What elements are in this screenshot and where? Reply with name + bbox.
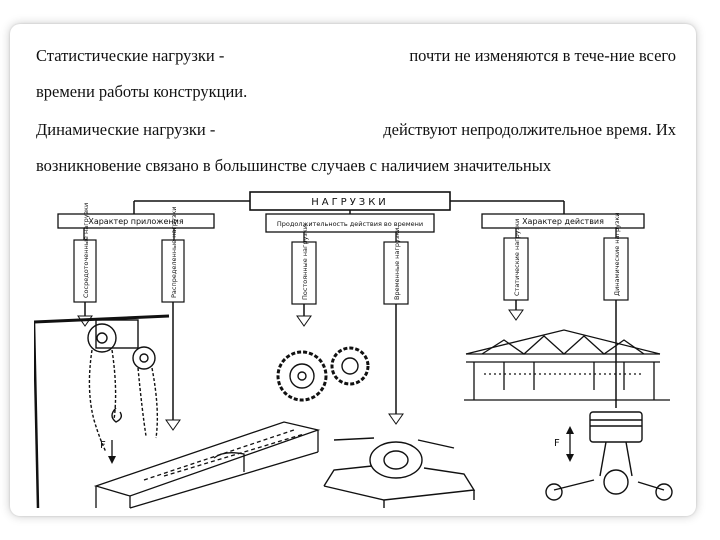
machine-bed-illustration — [96, 422, 318, 508]
slide: Статистические нагрузки - почти не измен… — [10, 24, 696, 516]
static-loads-term: Статистические нагрузки - — [36, 46, 224, 66]
static-loads-line-1: Статистические нагрузки - почти не измен… — [36, 46, 676, 66]
dynamic-loads-line-1: Динамические нагрузки - действуют непрод… — [36, 120, 676, 140]
dynamic-loads-term: Динамические нагрузки - — [36, 120, 215, 140]
static-loads-definition-1: почти не изменяются в тече-ние всего — [409, 46, 676, 66]
gears-illustration — [278, 348, 368, 400]
item-label-3-1: Статические нагрузки — [513, 219, 521, 296]
static-loads-line-2: времени работы конструкции. — [36, 82, 676, 102]
item-label-2-1: Постоянные нагрузки — [301, 225, 309, 300]
force-label-right: F — [554, 438, 560, 449]
item-label-2-2: Временные нагрузки — [393, 228, 401, 300]
dynamic-loads-definition-2: возникновение связано в большинстве случ… — [36, 156, 551, 175]
dynamic-loads-line-2: возникновение связано в большинстве случ… — [36, 156, 676, 176]
loads-classification-diagram: НАГРУЗКИ Характер приложения Сосредоточе… — [34, 190, 674, 510]
group-title-3: Характер действия — [522, 217, 604, 226]
bearing-housing-illustration — [324, 438, 474, 508]
force-label-left: F — [100, 440, 106, 451]
dynamic-loads-definition-1: действуют непродолжительное время. Их — [383, 120, 676, 140]
item-label-3-2: Динамические нагрузки — [613, 212, 621, 296]
item-label-1-1: Сосредоточенные нагрузки — [82, 203, 90, 298]
group-title-2: Продолжительность действия во времени — [277, 220, 423, 228]
truss-structure-illustration — [464, 330, 670, 400]
root-label: НАГРУЗКИ — [311, 197, 389, 208]
chain-hoist-illustration — [34, 316, 169, 508]
item-label-1-2: Распределенные нагрузки — [170, 207, 178, 298]
static-loads-definition-2: времени работы конструкции. — [36, 82, 247, 101]
piston-crankshaft-illustration — [546, 412, 672, 500]
